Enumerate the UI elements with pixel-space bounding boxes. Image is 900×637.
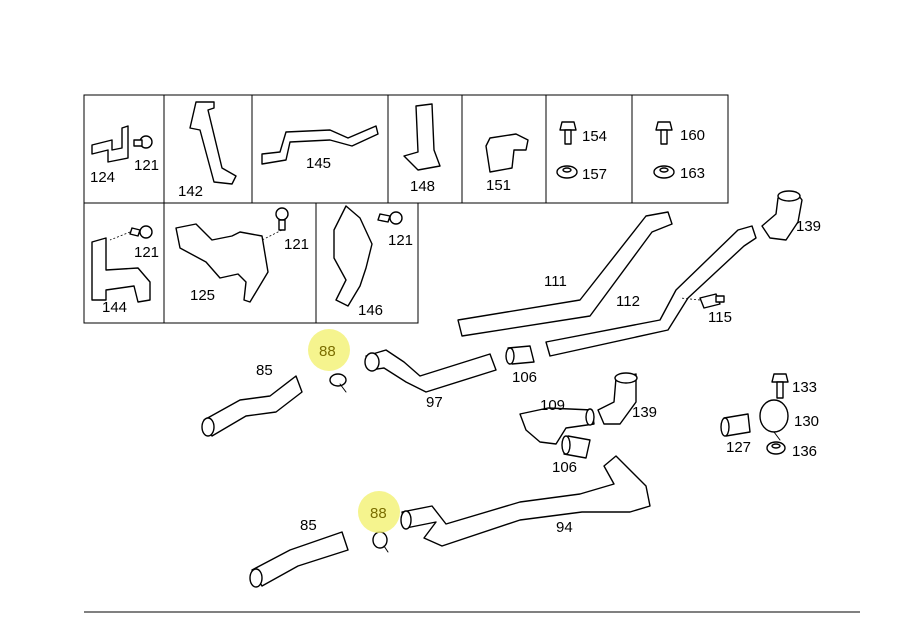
label-125[interactable]: 125 xyxy=(190,287,215,304)
label-115[interactable]: 115 xyxy=(708,309,732,326)
label-94[interactable]: 94 xyxy=(556,519,573,536)
label-111[interactable]: 111 xyxy=(544,273,567,290)
clamp-130[interactable] xyxy=(759,399,789,441)
label-106-a[interactable]: 106 xyxy=(512,369,537,386)
hose-94[interactable] xyxy=(400,455,651,547)
label-157[interactable]: 157 xyxy=(582,166,607,183)
label-133[interactable]: 133 xyxy=(792,379,817,396)
label-124[interactable]: 124 xyxy=(90,169,115,186)
label-88-a[interactable]: 88 xyxy=(319,343,336,360)
pipe-111[interactable] xyxy=(457,211,673,337)
bracket-142[interactable] xyxy=(189,101,237,185)
bracket-151[interactable] xyxy=(485,133,529,173)
hose-85-b[interactable] xyxy=(249,531,349,588)
elbow-139-a[interactable] xyxy=(761,190,803,241)
clamp-88-a[interactable] xyxy=(329,373,347,393)
sleeve-106-b[interactable] xyxy=(561,435,591,459)
bolt-160[interactable] xyxy=(655,121,673,145)
label-160[interactable]: 160 xyxy=(680,127,705,144)
label-148[interactable]: 148 xyxy=(410,178,435,195)
nut-136[interactable] xyxy=(766,441,786,455)
washer-163[interactable] xyxy=(653,165,675,179)
label-142[interactable]: 142 xyxy=(178,183,203,200)
bracket-124[interactable] xyxy=(91,125,129,163)
label-130[interactable]: 130 xyxy=(794,413,819,430)
label-145[interactable]: 145 xyxy=(306,155,331,172)
label-112[interactable]: 112 xyxy=(616,293,640,310)
elbow-139-b[interactable] xyxy=(597,372,638,425)
label-154[interactable]: 154 xyxy=(582,128,607,145)
label-144[interactable]: 144 xyxy=(102,299,127,316)
label-85-a[interactable]: 85 xyxy=(256,362,273,379)
bolt-121-c[interactable] xyxy=(261,207,289,241)
label-106-b[interactable]: 106 xyxy=(552,459,577,476)
label-139-b[interactable]: 139 xyxy=(632,404,657,421)
highlight-88-a xyxy=(308,329,350,371)
label-139-a[interactable]: 139 xyxy=(796,218,821,235)
label-121-d[interactable]: 121 xyxy=(388,232,413,249)
hose-85-a[interactable] xyxy=(201,375,303,437)
bracket-148[interactable] xyxy=(403,103,441,171)
label-121-a[interactable]: 121 xyxy=(134,157,159,174)
parts-grid xyxy=(83,94,729,324)
label-127[interactable]: 127 xyxy=(726,439,751,456)
part-labels: 124 121 142 145 148 151 154 157 160 163 … xyxy=(90,127,821,536)
bracket-145[interactable] xyxy=(261,125,379,165)
label-136[interactable]: 136 xyxy=(792,443,817,460)
label-97[interactable]: 97 xyxy=(426,394,443,411)
bolt-121-b[interactable] xyxy=(109,225,153,241)
label-88-b[interactable]: 88 xyxy=(370,505,387,522)
tee-109[interactable] xyxy=(519,407,595,445)
label-121-c[interactable]: 121 xyxy=(284,236,309,253)
bolt-121-d[interactable] xyxy=(377,211,403,225)
bracket-144[interactable] xyxy=(91,237,151,303)
bolt-154[interactable] xyxy=(559,121,577,145)
bolt-133[interactable] xyxy=(771,373,789,399)
washer-157[interactable] xyxy=(556,165,578,179)
label-146[interactable]: 146 xyxy=(358,302,383,319)
label-163[interactable]: 163 xyxy=(680,165,705,182)
highlight-88-b xyxy=(358,491,400,533)
label-109[interactable]: 109 xyxy=(540,397,565,414)
label-85-b[interactable]: 85 xyxy=(300,517,317,534)
bracket-146[interactable] xyxy=(333,205,373,307)
bolt-121-a[interactable] xyxy=(133,135,153,149)
label-151[interactable]: 151 xyxy=(486,177,511,194)
fitting-115[interactable] xyxy=(679,293,725,309)
bracket-125[interactable] xyxy=(175,223,269,303)
hose-97[interactable] xyxy=(364,349,497,393)
sleeve-106-a[interactable] xyxy=(505,345,535,365)
label-121-b[interactable]: 121 xyxy=(134,244,159,261)
sleeve-127[interactable] xyxy=(720,413,751,437)
pipe-112[interactable] xyxy=(545,225,757,357)
clamp-88-b[interactable] xyxy=(372,531,389,553)
